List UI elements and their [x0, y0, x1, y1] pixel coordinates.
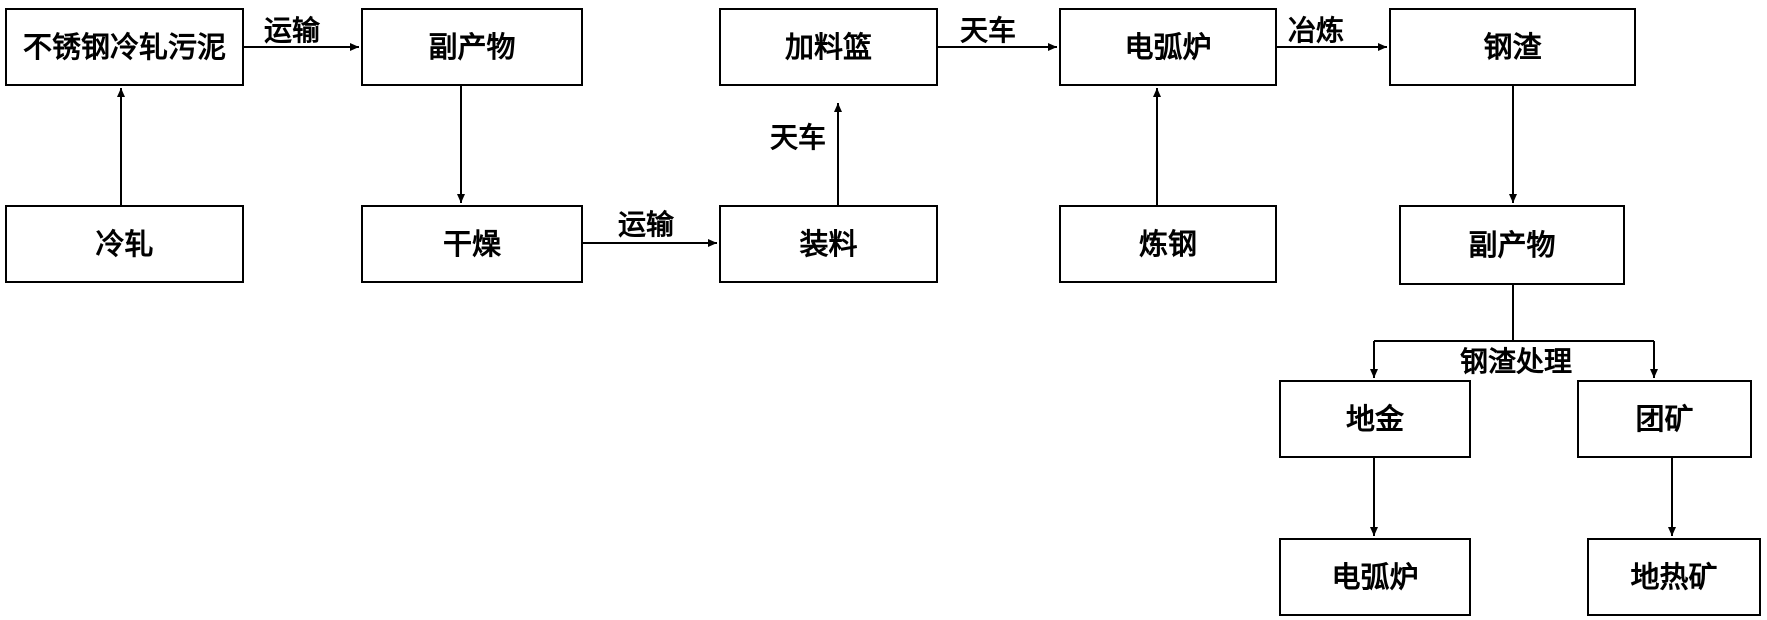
node-loading-label: 装料	[799, 226, 858, 261]
node-drying-label: 干燥	[442, 226, 501, 261]
edge-label-transport-1: 运输	[264, 14, 321, 47]
node-cold-rolling: 冷轧	[5, 205, 244, 283]
node-byproduct-2: 副产物	[1399, 205, 1625, 285]
node-charging-basket: 加料篮	[719, 8, 938, 86]
node-byproduct-1-label: 副产物	[428, 29, 516, 64]
node-steel-slag: 钢渣	[1389, 8, 1636, 86]
edge-label-slag-processing: 钢渣处理	[1458, 345, 1575, 378]
node-charging-basket-label: 加料篮	[784, 29, 872, 64]
node-eaf-1-label: 电弧炉	[1124, 29, 1212, 64]
edge-label-crane-1: 天车	[770, 121, 827, 154]
node-agglomerate: 团矿	[1577, 380, 1752, 458]
node-cold-rolling-label: 冷轧	[95, 226, 154, 261]
edge-label-transport-2: 运输	[618, 208, 675, 241]
edge-label-crane-2: 天车	[960, 14, 1017, 47]
node-geothermal-ore: 地热矿	[1587, 538, 1761, 616]
node-agglomerate-label: 团矿	[1635, 401, 1694, 436]
node-steelmaking: 炼钢	[1059, 205, 1277, 283]
node-eaf-2-label: 电弧炉	[1331, 559, 1419, 594]
node-sludge: 不锈钢冷轧污泥	[5, 8, 244, 86]
node-drying: 干燥	[361, 205, 583, 283]
node-eaf-1: 电弧炉	[1059, 8, 1277, 86]
node-loading: 装料	[719, 205, 938, 283]
node-geothermal-ore-label: 地热矿	[1630, 559, 1718, 594]
node-byproduct-1: 副产物	[361, 8, 583, 86]
node-sludge-label: 不锈钢冷轧污泥	[22, 29, 226, 64]
node-ground-metal-label: 地金	[1345, 401, 1404, 436]
node-eaf-2: 电弧炉	[1279, 538, 1471, 616]
node-steelmaking-label: 炼钢	[1138, 226, 1197, 261]
node-steel-slag-label: 钢渣	[1483, 29, 1542, 64]
edge-label-smelting: 冶炼	[1288, 14, 1345, 47]
node-ground-metal: 地金	[1279, 380, 1471, 458]
node-byproduct-2-label: 副产物	[1468, 227, 1556, 262]
